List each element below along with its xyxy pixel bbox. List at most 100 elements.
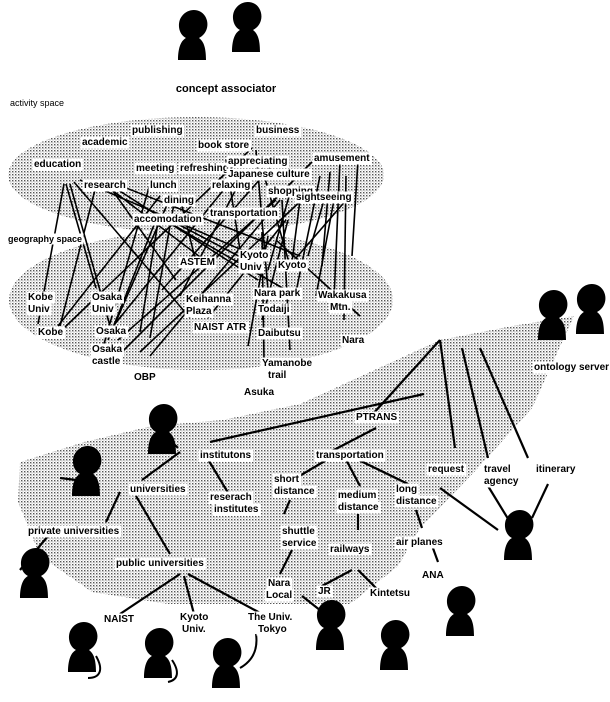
associator-people-icon: [178, 2, 262, 60]
node-jr: JR: [318, 586, 332, 597]
label-plate: [178, 256, 217, 269]
label-plate: [208, 207, 280, 220]
node-lunch: lunch: [150, 180, 177, 191]
node-kyoto-univ-line1: Kyoto: [240, 250, 268, 261]
label-plate: [316, 585, 334, 598]
node-naist: NAIST: [104, 614, 134, 625]
node-travel-agency-line1: travel: [484, 464, 511, 475]
label-plate: [328, 301, 353, 314]
node-osaka-castle-line2: castle: [92, 356, 121, 367]
node-research-institutes-line1: reserach: [210, 492, 252, 503]
node-travel-agency-line2: agency: [484, 476, 519, 487]
label-plate: [252, 287, 303, 300]
label-plate: [354, 411, 399, 424]
label-plate: [280, 537, 319, 550]
label-plate: [184, 293, 233, 306]
label-plate: [246, 611, 294, 624]
node-univ-tokyo-line1: The Univ.: [248, 612, 292, 623]
label-plate: [90, 343, 124, 356]
ontology-server-people-icon: [538, 284, 606, 340]
node-publishing: publishing: [132, 125, 183, 136]
node-naist-atr: NAIST ATR: [194, 322, 247, 333]
node-shuttle-service-line2: service: [282, 538, 317, 549]
label-plate: [316, 289, 369, 302]
node-osaka: Osaka: [96, 326, 126, 337]
label-plate: [336, 489, 378, 502]
label-plate: [212, 503, 261, 516]
label-plate: [148, 179, 179, 192]
node-railways: railways: [330, 544, 370, 555]
label-plate: [336, 501, 381, 514]
label-plate: [184, 305, 214, 318]
label-plate: [266, 577, 293, 590]
label-plate: [90, 291, 124, 304]
label-plate: [238, 249, 270, 262]
node-kintetsu: Kintetsu: [370, 588, 410, 599]
node-ana: ANA: [422, 570, 444, 581]
node-itinerary: itinerary: [536, 464, 576, 475]
label-plate: [210, 179, 252, 192]
label-plate: [192, 321, 249, 334]
label-plate: [264, 589, 294, 602]
node-accomodation: accomodation: [134, 214, 202, 225]
label-plate: [114, 557, 206, 570]
node-sightseeing: sightseeing: [296, 192, 352, 203]
node-long-distance-line1: long: [396, 484, 417, 495]
label-plate: [534, 463, 578, 476]
node-obp: OBP: [134, 372, 156, 383]
concept-associator-label: concept associator: [176, 83, 277, 95]
node-research: research: [84, 180, 126, 191]
label-plate: [340, 334, 367, 347]
node-nara-local-line1: Nara: [268, 578, 291, 589]
label-plate: [312, 152, 372, 165]
node-institutions: institutons: [200, 450, 252, 461]
node-medium-distance-line2: distance: [338, 502, 379, 513]
label-plate: [90, 355, 123, 368]
label-plate: [394, 483, 419, 496]
node-wakakusa-line1: Wakakusa: [318, 290, 367, 301]
label-plate: [238, 261, 264, 274]
node-short-distance-line2: distance: [274, 486, 315, 497]
label-plate: [198, 449, 254, 462]
ontology-server-label: ontology server: [534, 362, 609, 373]
node-medium-distance-line1: medium: [338, 490, 376, 501]
node-shuttle-service-line1: shuttle: [282, 526, 315, 537]
node-osaka-univ-line2: Univ: [92, 304, 114, 315]
node-universities: universities: [130, 484, 186, 495]
node-kyoto-univ-line1: Kyoto: [180, 612, 208, 623]
node-kobe-univ-line2: Univ: [28, 304, 50, 315]
label-plate: [178, 611, 210, 624]
node-yamanobe-line2: trail: [268, 370, 287, 381]
node-ptrans: PTRANS: [356, 412, 397, 423]
label-plate: [226, 155, 289, 168]
label-plate: [242, 386, 276, 399]
node-keihanna-line2: Plaza: [186, 306, 212, 317]
node-yamanobe-line1: Yamanobe: [262, 358, 312, 369]
label-plate: [294, 191, 354, 204]
label-plate: [162, 194, 196, 207]
label-plate: [260, 357, 314, 370]
label-plate: [368, 587, 412, 600]
node-long-distance-line2: distance: [396, 496, 437, 507]
label-plate: [90, 303, 116, 316]
label-plate: [130, 124, 185, 137]
node-transportation-activity: transportation: [210, 208, 278, 219]
label-plate: [80, 136, 130, 149]
label-plate: [82, 179, 128, 192]
node-amusement: amusement: [314, 153, 370, 164]
label-plate: [256, 623, 289, 636]
label-plate: [102, 613, 136, 626]
activity-space-label: activity space: [10, 98, 64, 108]
node-dining: dining: [164, 195, 194, 206]
label-plate: [208, 491, 254, 504]
node-air-planes: air planes: [396, 537, 443, 548]
label-plate: [26, 303, 52, 316]
label-plate: [426, 463, 467, 476]
label-plate: [132, 371, 158, 384]
node-kobe: Kobe: [38, 327, 63, 338]
label-plate: [276, 259, 308, 272]
node-transportation: transportation: [316, 450, 384, 461]
label-plate: [6, 233, 84, 245]
label-plate: [254, 124, 302, 137]
